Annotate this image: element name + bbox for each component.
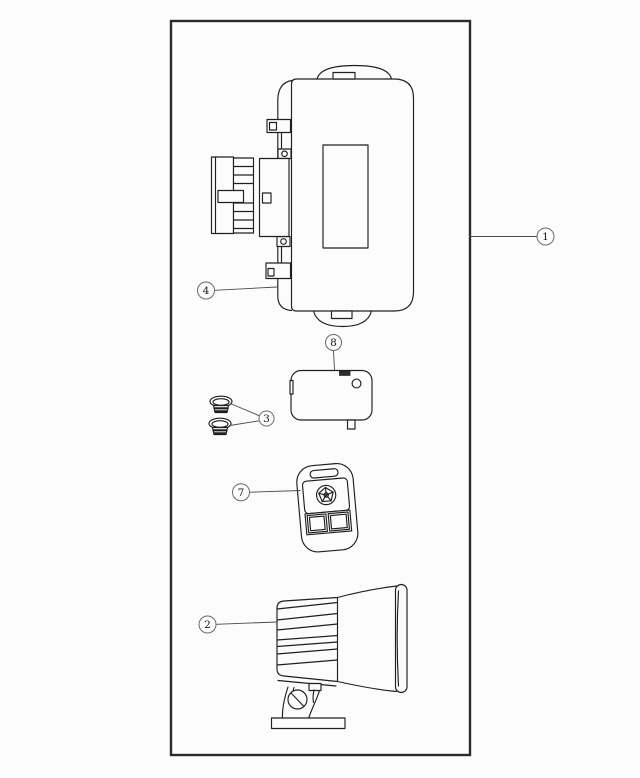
rib-band-bottom: [276, 641, 339, 648]
bracket-bottom-edge: [277, 277, 293, 312]
callout-4-leader: [214, 286, 278, 291]
callout-7-leader: [249, 490, 301, 493]
screw-top-icon: [281, 150, 288, 158]
mount-tab-top-hole: [268, 121, 278, 131]
callout-8-circle: [325, 334, 342, 351]
emblem-spokes: [318, 486, 334, 503]
connector-pins: [232, 165, 255, 230]
callout-3: 3: [229, 403, 275, 427]
top-grommet-arc: [316, 64, 393, 80]
fob-keyring-slot: [309, 468, 339, 479]
bracket-tab: [308, 682, 322, 692]
bottom-bump-tab: [330, 310, 353, 320]
callout-3-circle: [258, 410, 275, 427]
unit-label-window: [322, 144, 369, 249]
fob-button-right-inner: [329, 513, 348, 530]
module-left-rib: [289, 379, 294, 395]
control-unit: [210, 64, 415, 328]
bell-mouth-inner: [396, 590, 400, 687]
bracket-plate-tab: [261, 192, 272, 204]
siren-horn: [270, 583, 408, 730]
callout-2: 2: [198, 615, 278, 634]
callout-7-circle: [232, 483, 250, 502]
receiver-module: [289, 369, 373, 430]
rib-band-top: [276, 634, 339, 641]
callout-8: 8: [325, 334, 342, 371]
top-bump-tab: [332, 71, 356, 80]
bell-bottom-curve: [336, 680, 398, 693]
emblem-pentagon: [318, 486, 334, 503]
callout-2-leader: [215, 621, 278, 625]
siren-base-plate: [270, 717, 346, 730]
module-body: [290, 369, 373, 421]
rib-line: [276, 601, 339, 610]
bracket-plate: [258, 157, 290, 238]
screw-bottom-icon: [280, 238, 287, 245]
rib-line: [276, 659, 339, 666]
callout-3-leader-upper: [231, 403, 260, 417]
callout-1: 1: [469, 227, 555, 246]
callout-7-number: 7: [238, 487, 245, 499]
screw-boss-bottom: [276, 235, 291, 248]
callout-3-leader-lower: [229, 420, 260, 426]
diagram-frame: [169, 19, 472, 757]
callout-1-circle: [536, 227, 555, 246]
grommet-upper: [209, 395, 233, 414]
callout-8-leader: [333, 350, 335, 371]
bell-mouth-rim: [394, 583, 408, 694]
pivot-screw-slot: [290, 692, 305, 708]
callout-8-number: 8: [330, 337, 337, 349]
fob-button-left-inner: [308, 515, 326, 532]
callout-4-number: 4: [203, 285, 210, 297]
grommet-lower: [208, 417, 232, 436]
emblem-hub: [323, 492, 329, 498]
module-led-hole: [351, 378, 362, 389]
connector-latch-tab: [217, 189, 245, 204]
callout-3-number: 3: [263, 413, 270, 425]
callout-4-circle: [197, 281, 215, 300]
siren-ribs: [276, 601, 339, 666]
module-foot: [346, 419, 356, 430]
bracket-arm-right-inner: [312, 689, 315, 704]
module-top-notch: [339, 370, 351, 376]
body-bottom-rim: [277, 679, 337, 687]
bracket-top-edge: [277, 79, 293, 121]
callout-2-number: 2: [204, 619, 211, 631]
callout-2-circle: [198, 615, 217, 634]
remote-transmitter: [296, 462, 359, 553]
brand-emblem-icon: [315, 484, 337, 506]
bracket-arm-left: [281, 686, 289, 720]
bottom-grommet-arc: [312, 310, 373, 328]
callout-7: 7: [232, 483, 301, 502]
rib-line: [276, 612, 339, 621]
bracket-arm-right: [307, 689, 321, 720]
rib-line: [276, 648, 339, 655]
callout-4: 4: [197, 281, 278, 300]
bell-top-curve: [336, 585, 398, 599]
rib-line: [276, 623, 339, 631]
callout-1-number: 1: [542, 231, 549, 243]
mount-tab-bottom-hole: [267, 267, 275, 277]
